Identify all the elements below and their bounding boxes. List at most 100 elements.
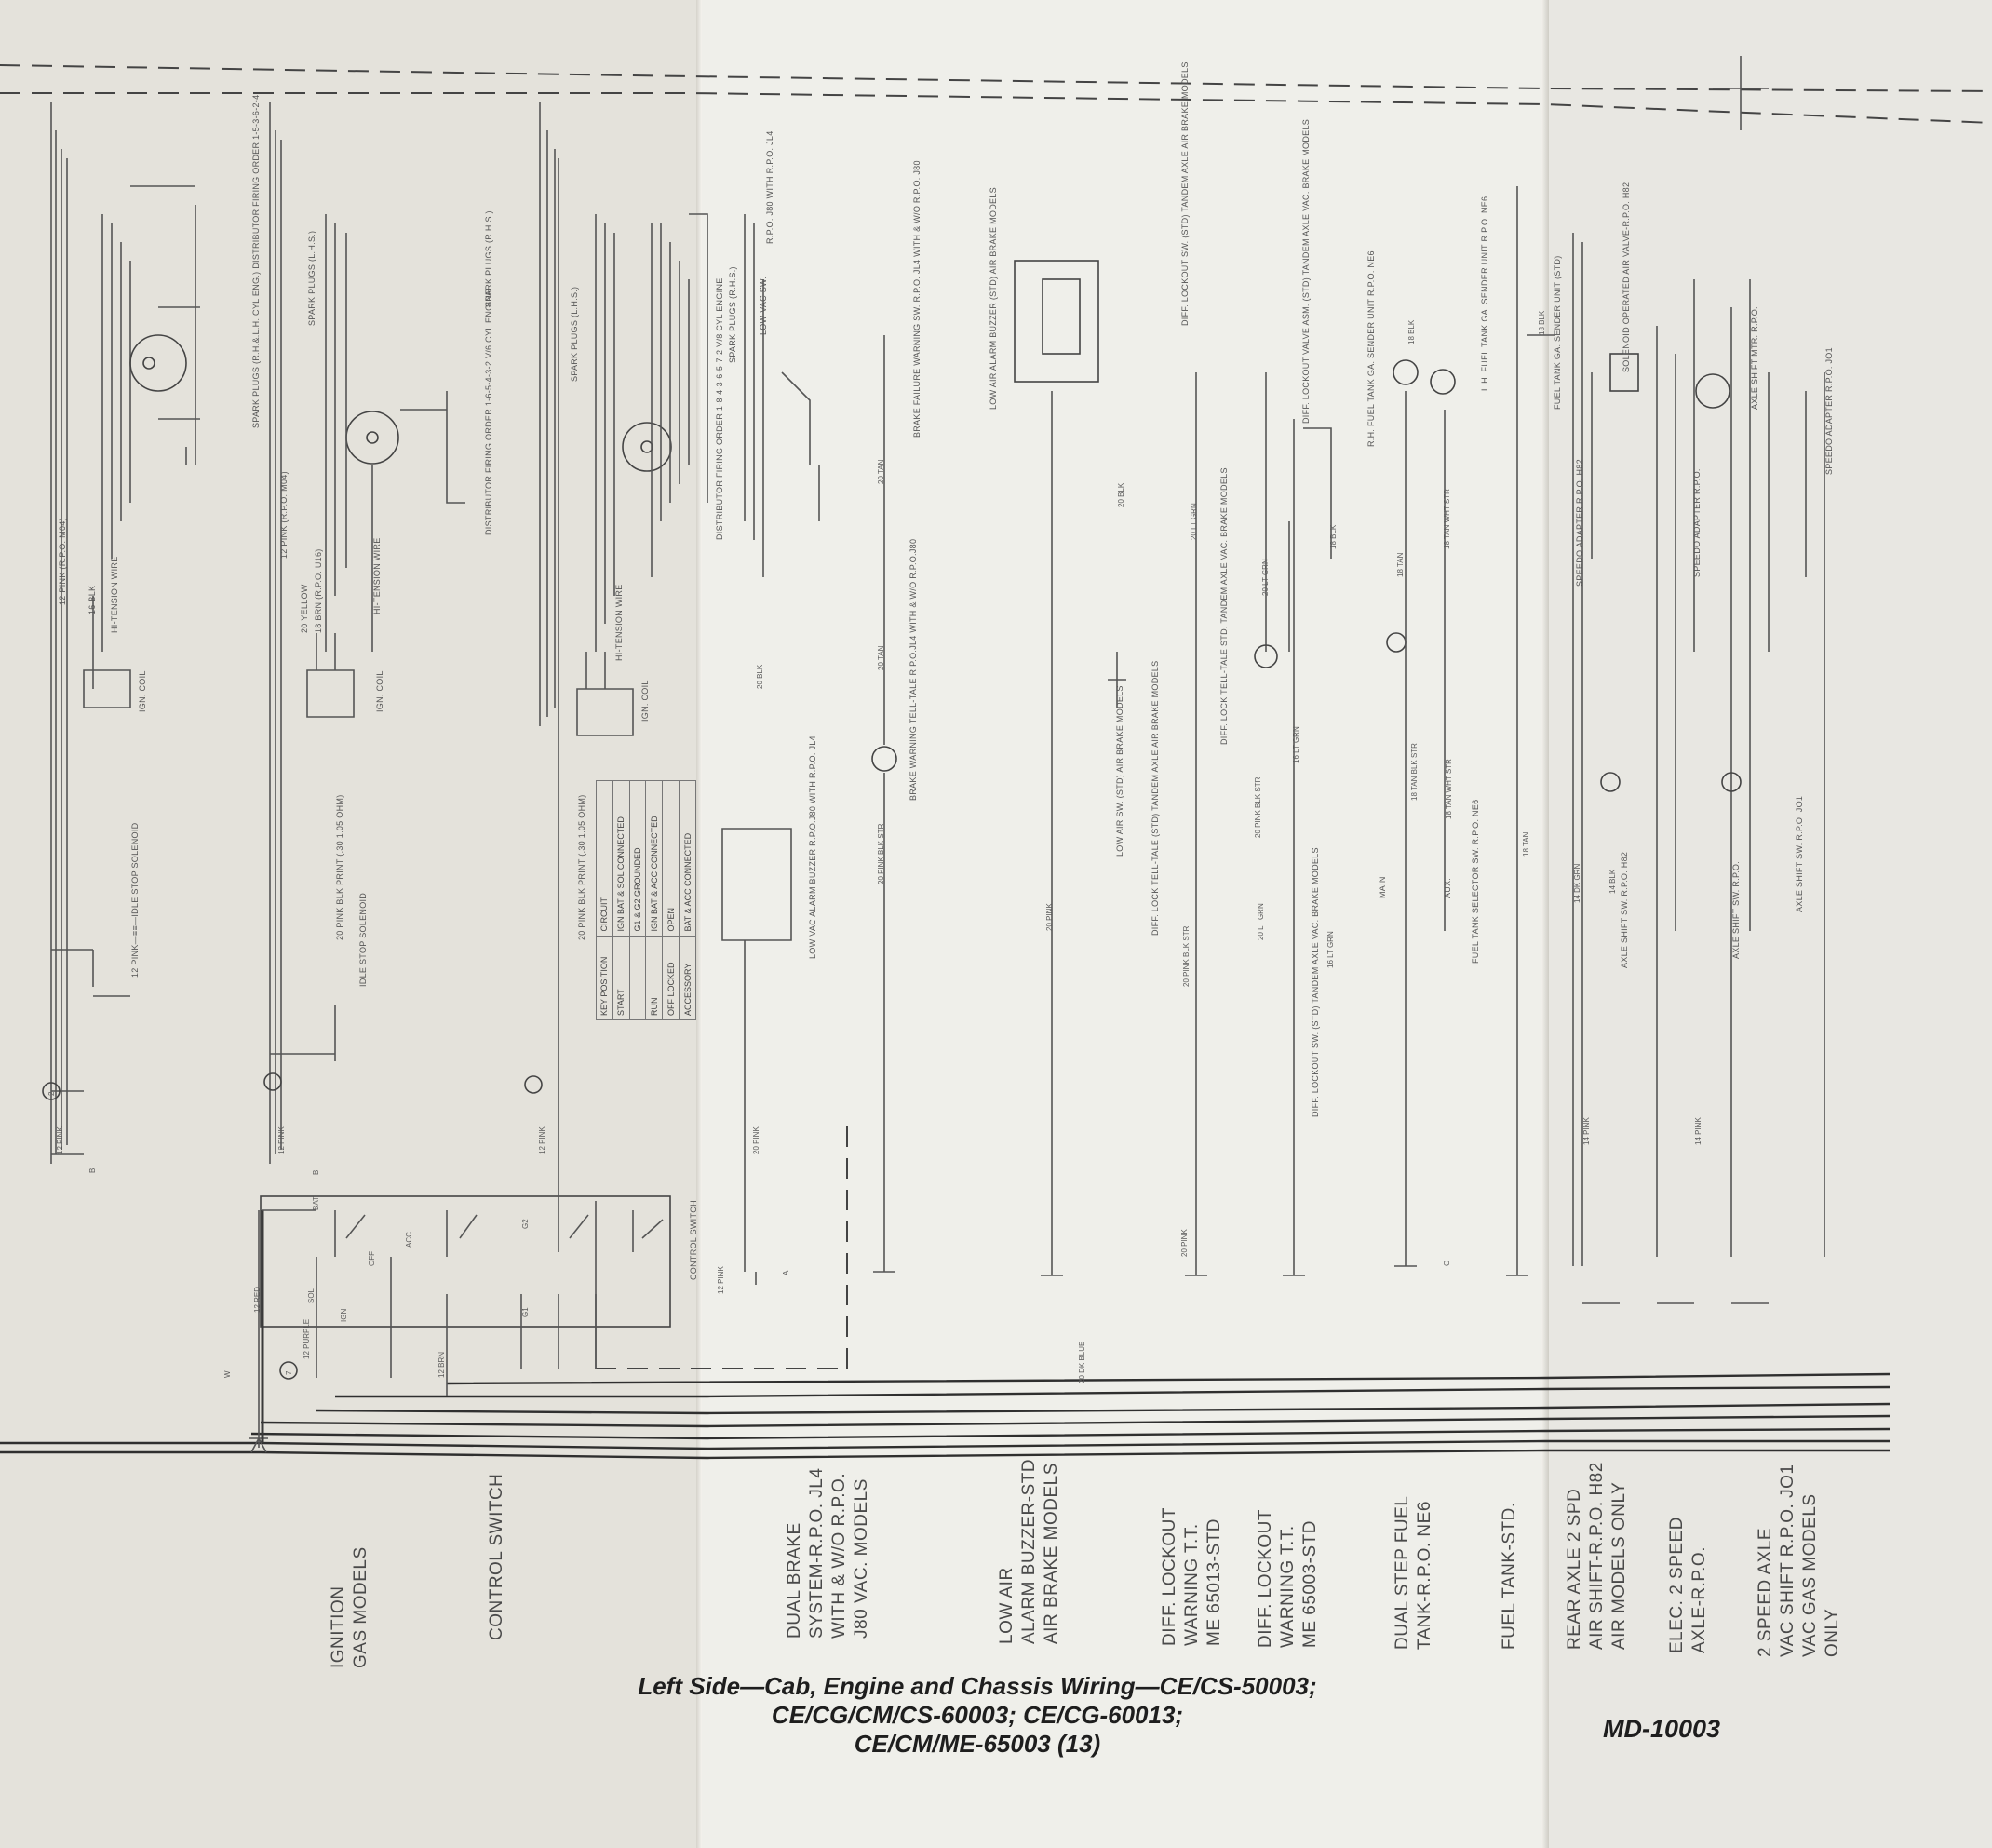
label-brake-failure-switch: BRAKE FAILURE WARNING SW. R.P.O. JL4 WIT… <box>912 160 922 438</box>
label-wire-20-pink-blk: 20 PINK BLK PRINT (.30 1.05 OHM) <box>577 794 586 941</box>
label-spark-plugs-rh: SPARK PLUGS (R.H.S.) <box>484 210 493 307</box>
paper-panel-right <box>1545 0 1992 1848</box>
key-position-table: KEY POSITION CIRCUIT START IGN BAT & SOL… <box>596 780 696 1020</box>
label-wire-20-pink-blk-str: 20 PINK BLK STR <box>1254 776 1262 838</box>
key-table-cell: BAT & ACC CONNECTED <box>679 780 696 937</box>
label-low-vac-buzzer: LOW VAC ALARM BUZZER R.P.O.J80 WITH R.P.… <box>808 735 817 959</box>
label-axle-shift-switch: AXLE SHIFT SW. R.P.O. H82 <box>1620 851 1629 968</box>
paper-panel-middle <box>698 0 1545 1848</box>
paper-panel-left <box>0 0 698 1848</box>
section-label-diff-lockout-65003: DIFF. LOCKOUT WARNING T.T. ME 65003-STD <box>1256 1508 1320 1648</box>
label-idle-stop-solenoid: IDLE STOP SOLENOID <box>358 892 368 987</box>
label-wire-20-pink: 20 PINK <box>1180 1229 1189 1257</box>
label-fuel-sender-std: FUEL TANK GA. SENDER UNIT (STD) <box>1553 255 1562 411</box>
label-wire-dk-blue: 20 DK BLUE <box>1078 1341 1086 1383</box>
label-wire-18-tan-wht-str: 18 TAN WHT STR <box>1445 759 1453 819</box>
section-label-dual-step-fuel: DUAL STEP FUEL TANK-R.P.O. NE6 <box>1393 1495 1434 1650</box>
label-terminal-sol: SOL <box>307 1288 316 1303</box>
label-terminal-acc: ACC <box>405 1232 413 1248</box>
label-ign-coil: IGN. COIL <box>640 680 650 722</box>
label-diff-lock-tell-tale-air: DIFF. LOCK TELL-TALE (STD) TANDEM AXLE A… <box>1151 660 1160 936</box>
label-circle-2: 2 <box>47 1091 56 1096</box>
label-wire-18-tan: 18 TAN <box>1396 552 1405 577</box>
label-terminal-g2: G2 <box>521 1219 530 1229</box>
control-switch-box <box>260 1195 671 1443</box>
label-wire-20-yellow: 20 YELLOW <box>300 584 309 633</box>
label-circle-7: 7 <box>285 1370 293 1375</box>
label-axle-shift-switch: AXLE SHIFT SW. R.P.O. <box>1731 861 1741 959</box>
title-line: CE/CG/CM/CS-60003; CE/CG-60013; <box>771 1701 1184 1729</box>
label-fuel-selector-switch: FUEL TANK SELECTOR SW. R.P.O. NE6 <box>1471 799 1480 964</box>
label-wire-20-pink-blk: 20 PINK BLK PRINT (.30 1.05 OHM) <box>335 794 344 941</box>
label-wire-18-brn: 18 BRN (R.P.O. U16) <box>314 548 323 633</box>
key-table-cell: OFF LOCKED <box>662 936 680 1020</box>
top-dashed-boundary <box>0 56 1992 130</box>
key-table-cell: IGN BAT & SOL CONNECTED <box>612 780 630 937</box>
key-table-header-circuit: CIRCUIT <box>596 780 613 937</box>
label-solenoid-air-valve: SOLENOID OPERATED AIR VALVE-R.P.O. H82 <box>1622 182 1631 372</box>
key-table-cell <box>629 936 646 1020</box>
label-low-vac-switch: LOW VAC SW. <box>759 276 768 335</box>
label-ign-coil: IGN. COIL <box>375 670 384 712</box>
title-line: CE/CM/ME-65003 (13) <box>854 1730 1101 1758</box>
key-table-cell: ACCESSORY <box>679 936 696 1020</box>
label-wire-20-tan: 20 TAN <box>877 645 885 670</box>
label-wire-12-pink-rpo: 12 PINK (R.P.O. M04) <box>279 471 289 559</box>
ignition-circuit-2 <box>269 102 465 1164</box>
label-wire-20-pink-blk-str: 20 PINK BLK STR <box>877 823 885 884</box>
label-wire-20-blk: 20 BLK <box>1117 482 1125 507</box>
key-table-cell: IGN BAT & ACC CONNECTED <box>645 780 663 937</box>
wire-numbers <box>42 1072 543 1380</box>
label-wire-14-pink: 14 PINK <box>1582 1117 1591 1145</box>
label-firing-order-1: SPARK PLUGS (R.H.&.L.H. CYL ENG.) DISTRI… <box>251 94 261 428</box>
label-terminal-ign: IGN <box>340 1308 348 1322</box>
label-letter-a: A <box>782 1270 790 1275</box>
label-diff-lock-tell-tale-vac: DIFF. LOCK TELL-TALE STD. TANDEM AXLE VA… <box>1219 467 1229 745</box>
label-terminal-bat: BAT <box>312 1196 320 1210</box>
label-wire-12-pink: 12 PINK <box>717 1266 725 1294</box>
label-wire-18-blk: 18 BLK <box>1329 524 1338 549</box>
label-wire-14-pink: 14 PINK <box>1694 1117 1703 1145</box>
label-wire-18-blk: 18 BLK <box>1538 310 1546 335</box>
label-wire-20-tan: 20 TAN <box>877 459 885 484</box>
dual-brake-circuit <box>721 214 897 1285</box>
label-wire-20-pink: 20 PINK <box>1045 903 1054 931</box>
label-spark-plugs-lh: SPARK PLUGS (L.H.S.) <box>307 230 316 326</box>
label-letter-w: W <box>223 1370 232 1378</box>
label-letter-g: G <box>1443 1260 1451 1266</box>
label-hi-tension-wire: HI-TENSION WIRE <box>110 556 119 634</box>
section-label-vac-shift: 2 SPEED AXLE VAC SHIFT R.P.O. JO1 VAC GA… <box>1756 1464 1842 1657</box>
label-speedo-adapter: SPEEDO ADAPTER R.P.O. JO1 <box>1824 347 1834 475</box>
label-hi-tension-wire: HI-TENSION WIRE <box>372 537 382 615</box>
section-label-diff-lockout-65013: DIFF. LOCKOUT WARNING T.T. ME 65013-STD <box>1160 1506 1224 1646</box>
label-wire-20-blk: 20 BLK <box>756 664 764 689</box>
label-firing-order-2: DISTRIBUTOR FIRING ORDER 1-6-5-4-3-2 V/6… <box>484 289 493 535</box>
section-label-elec-2-speed: ELEC. 2 SPEED AXLE-R.P.O. <box>1667 1517 1709 1653</box>
key-table-cell: G1 & G2 GROUNDED <box>629 780 646 937</box>
label-speedo-adapter: SPEEDO ADAPTER R.P.O. H82 <box>1575 459 1584 587</box>
label-wire-18-blk: 18 BLK <box>1407 319 1416 344</box>
main-harness-bus <box>0 1210 1891 1460</box>
label-rpo-j80: R.P.O. J80 WITH R.P.O. JL4 <box>765 130 774 244</box>
label-spark-plugs-lh: SPARK PLUGS (L.H.S.) <box>570 286 579 382</box>
paper-fold-right <box>1541 0 1549 1848</box>
label-rh-fuel-sender: R.H. FUEL TANK GA. SENDER UNIT R.P.O. NE… <box>1366 250 1376 447</box>
label-letter-b: B <box>88 1167 97 1173</box>
label-low-air-switch: LOW AIR SW. (STD) AIR BRAKE MODELS <box>1115 685 1124 857</box>
label-letter-b: B <box>312 1169 320 1175</box>
label-speedo-adapter: SPEEDO ADAPTER R.P.O. <box>1692 468 1702 577</box>
section-label-ignition: IGNITION GAS MODELS <box>329 1546 370 1668</box>
key-table-cell: START <box>612 936 630 1020</box>
label-diff-lockout-switch-vac: DIFF. LOCKOUT SW. (STD) TANDEM AXLE VAC.… <box>1311 847 1320 1117</box>
label-low-air-buzzer: LOW AIR ALARM BUZZER (STD) AIR BRAKE MOD… <box>989 187 998 410</box>
label-diff-lockout-switch-air: DIFF. LOCKOUT SW. (STD) TANDEM AXLE AIR … <box>1180 61 1190 326</box>
ignition-circuit-3 <box>539 102 708 1210</box>
label-axle-shift-switch: AXLE SHIFT SW. R.P.O. JO1 <box>1795 795 1804 912</box>
document-number: MD-10003 <box>1603 1715 1721 1743</box>
axle-shift-circuits <box>1572 233 1825 1304</box>
section-label-control-switch: CONTROL SWITCH <box>487 1473 506 1640</box>
label-wire-20-lt-grn: 20 LT GRN <box>1190 503 1198 540</box>
section-label-fuel-tank: FUEL TANK-STD. <box>1500 1502 1519 1650</box>
label-wire-12-pink: 12 PINK <box>277 1126 286 1154</box>
label-wire-12-purple: 12 PURPLE <box>303 1318 311 1359</box>
